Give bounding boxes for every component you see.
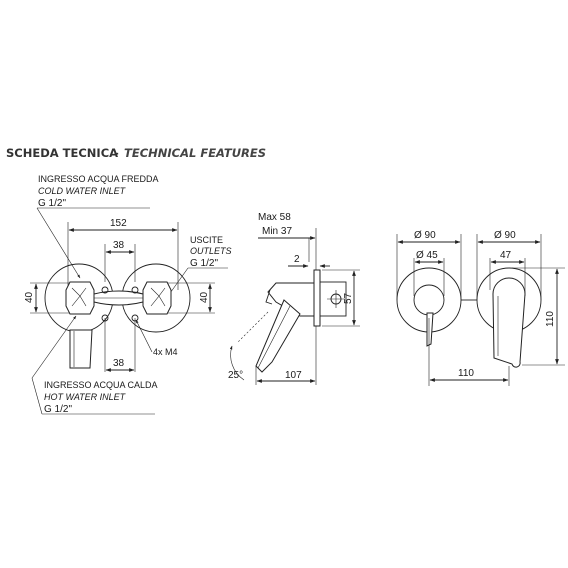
cold-inlet-label-en: COLD WATER INLET	[38, 186, 127, 196]
side-height-dimension: 57	[343, 292, 354, 304]
side-min-depth: Min 37	[262, 226, 292, 237]
front-width-dimension: 152	[110, 218, 127, 229]
front-top-spacing-dimension: 38	[113, 240, 125, 251]
outlets-size: G 1/2"	[190, 258, 218, 269]
screws-label: 4x M4	[153, 347, 178, 357]
front-left-height-dimension: 40	[24, 291, 35, 303]
hot-inlet-label-it: INGRESSO ACQUA CALDA	[44, 380, 158, 390]
front-view: INGRESSO ACQUA FREDDA COLD WATER INLET G…	[24, 174, 232, 415]
plate-right-diameter: Ø 90	[494, 230, 516, 241]
sheet-title: SCHEDA TECNICA	[6, 146, 118, 160]
cold-inlet-label-it: INGRESSO ACQUA FREDDA	[38, 174, 159, 184]
side-gap-dimension: 2	[294, 254, 300, 265]
plate-left-knob	[413, 284, 445, 316]
plate-knob-diameter: Ø 45	[416, 250, 438, 261]
side-length-dimension: 107	[285, 370, 302, 381]
outlets-label-it: USCITE	[190, 235, 223, 245]
cold-inlet-size: G 1/2"	[38, 198, 66, 209]
plate-lever-width: 47	[500, 250, 512, 261]
plate-left-diameter: Ø 90	[414, 230, 436, 241]
front-bottom-spacing-dimension: 38	[113, 358, 125, 369]
title-separator: -	[114, 146, 119, 160]
side-angle-dimension: 25°	[228, 370, 243, 381]
side-max-depth: Max 58	[258, 212, 291, 223]
sheet-subtitle: TECHNICAL FEATURES	[124, 146, 266, 160]
plate-view: Ø 90 Ø 90 Ø 45 47 110	[396, 230, 565, 386]
side-view: Max 58 Min 37 2 57 25° 107	[228, 212, 360, 385]
plate-width-dimension: 110	[458, 368, 474, 379]
plate-height-dimension: 110	[545, 311, 556, 327]
hot-inlet-size: G 1/2"	[44, 404, 72, 415]
outlets-label-en: OUTLETS	[190, 246, 232, 256]
front-right-height-dimension: 40	[199, 291, 210, 303]
hot-inlet-label-en: HOT WATER INLET	[44, 392, 127, 402]
